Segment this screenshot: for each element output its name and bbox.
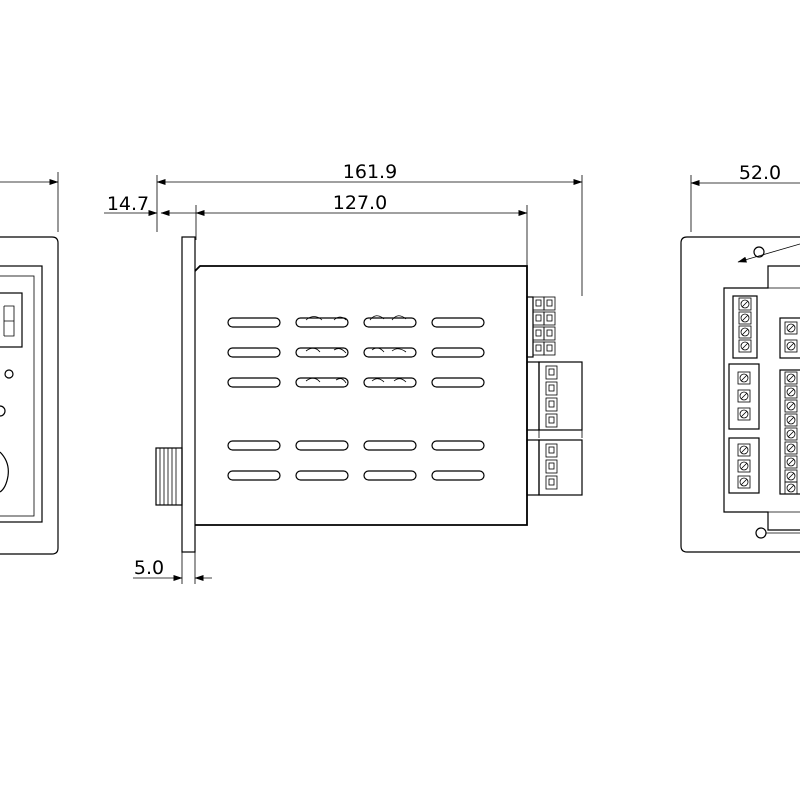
dimension-body-length: 127.0 xyxy=(333,192,387,214)
terminal-block-upper-right xyxy=(779,317,800,359)
indicator-led xyxy=(0,405,6,417)
rear-view: 52.0 xyxy=(680,162,800,553)
knob xyxy=(155,447,183,506)
rear-connector-bottom xyxy=(526,439,583,496)
terminal-block-lower-left xyxy=(728,437,760,494)
terminal-block-right xyxy=(779,369,800,495)
knob xyxy=(0,451,9,493)
dimension-panel-offset: 14.7 xyxy=(107,193,149,215)
side-view: 161.9 127.0 14.7 5.0 xyxy=(104,161,583,584)
terminal-block-upper-left xyxy=(732,295,758,359)
indicator-led xyxy=(4,369,14,379)
rear-connector-middle xyxy=(526,361,583,438)
dimension-overall-length: 161.9 xyxy=(343,161,397,183)
terminal-block-middle-left xyxy=(728,363,760,430)
vent-slots xyxy=(227,315,485,481)
housing-body xyxy=(194,265,528,526)
mounting-hole xyxy=(753,246,765,258)
dimension-rear-width: 52.0 xyxy=(739,162,781,184)
mounting-hole xyxy=(755,527,767,539)
dimension-panel-thickness: 5.0 xyxy=(134,557,164,579)
front-panel xyxy=(181,236,196,553)
front-view xyxy=(0,172,59,555)
rear-connector-top xyxy=(526,296,556,358)
seven-segment-display xyxy=(0,292,23,348)
